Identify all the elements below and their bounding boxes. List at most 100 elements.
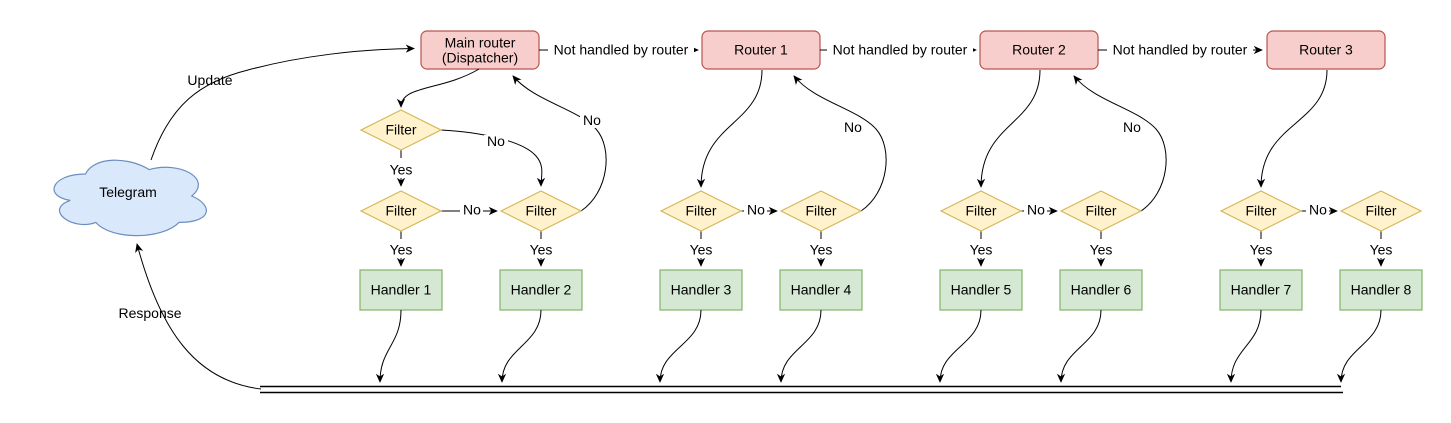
edge-yes-upper: Yes [390, 150, 413, 187]
edge-no-return-router1: No [793, 75, 887, 212]
edge-no-upper-filter: No [440, 129, 546, 187]
response-label: Response [118, 305, 181, 321]
edge-update [150, 44, 415, 161]
edge-yes-1: Yes [390, 231, 413, 267]
edge-no-return-main: No [512, 75, 607, 212]
label-bg [841, 121, 865, 135]
edge-yes-6: Yes [1090, 231, 1113, 267]
filter-diamond [659, 190, 743, 232]
filter-node-2: Filter [499, 190, 583, 232]
filter-node-8: Filter [1339, 190, 1423, 232]
label-bg [744, 203, 767, 218]
no-return-curve-2 [793, 75, 887, 212]
label-bg [1107, 42, 1253, 58]
edge-yes-2: Yes [530, 231, 552, 267]
edge-no-pair-4: No [1301, 202, 1338, 218]
edge-not-handled-2: Not handled by router [820, 42, 977, 58]
filter-diamond [779, 190, 863, 232]
filter-node-4: Filter [779, 190, 863, 232]
not-handled-label-1: Not handled by router [554, 42, 689, 58]
edge-not-handled-3: Not handled by router [1098, 42, 1263, 58]
filter-diamond [499, 190, 583, 232]
label-bg [1120, 121, 1144, 135]
handler-box [499, 269, 583, 311]
label-bg [460, 203, 483, 218]
edge-yes-7: Yes [1250, 231, 1272, 267]
edge-no-return-router2: No [1073, 75, 1167, 212]
filter-label: Filter [685, 203, 716, 219]
no-label: No [1027, 202, 1045, 218]
yes-label: Yes [970, 242, 993, 258]
filter-node-5: Filter [939, 190, 1023, 232]
edge-router2-to-filter [976, 69, 1041, 188]
yes-label: Yes [1090, 242, 1113, 258]
handler-box [939, 269, 1023, 311]
edge-handler8-to-bus [1336, 309, 1382, 383]
edge-no-pair-3: No [1021, 202, 1058, 218]
filter-diamond [359, 109, 443, 151]
no-curve-upper [440, 129, 546, 187]
no-label: No [583, 112, 601, 128]
no-label: No [463, 202, 481, 218]
handler-node-6: Handler 6 [1059, 269, 1143, 311]
filter-diamond [359, 190, 443, 232]
yes-label: Yes [390, 162, 413, 178]
router-2-label: Router 2 [1012, 42, 1066, 58]
label-bg [484, 135, 508, 149]
edge-handler2-to-bus [497, 309, 542, 383]
yes-label: Yes [1370, 242, 1393, 258]
handler-node-1: Handler 1 [359, 269, 443, 311]
handler-label: Handler 3 [671, 282, 732, 298]
no-label: No [844, 119, 862, 135]
handler-label: Handler 2 [511, 282, 572, 298]
edge-yes-5: Yes [970, 231, 993, 267]
router-3-label: Router 3 [1299, 42, 1353, 58]
handler-label: Handler 4 [791, 282, 852, 298]
edge-yes-8: Yes [1370, 231, 1393, 267]
no-return-curve-3 [1073, 75, 1167, 212]
handler-node-7: Handler 7 [1219, 269, 1303, 311]
not-handled-label-2: Not handled by router [833, 42, 968, 58]
edge-handler4-to-bus [776, 309, 822, 383]
edge-response [135, 243, 262, 390]
telegram-node: Telegram [53, 159, 207, 237]
router-1-node: Router 1 [701, 30, 821, 70]
filter-label: Filter [385, 122, 416, 138]
filter-node-3: Filter [659, 190, 743, 232]
yes-label: Yes [690, 242, 713, 258]
yes-label: Yes [810, 242, 833, 258]
handler-node-4: Handler 4 [779, 269, 863, 311]
edge-handler5-to-bus [935, 309, 982, 383]
edge-router1-to-filter [696, 69, 763, 188]
not-handled-label-3: Not handled by router [1113, 42, 1248, 58]
handler-label: Handler 5 [951, 282, 1012, 298]
main-router-node: Main router (Dispatcher) [420, 30, 540, 70]
edge-handler6-to-bus [1056, 309, 1102, 383]
handler-node-3: Handler 3 [659, 269, 743, 311]
edge-handler1-to-bus [375, 309, 402, 383]
filter-label: Filter [525, 203, 556, 219]
filter-label: Filter [965, 203, 996, 219]
handler-node-8: Handler 8 [1339, 269, 1423, 311]
router-1-label: Router 1 [734, 42, 788, 58]
edge-handler3-to-bus [655, 309, 702, 383]
edge-no-pair-1: No [441, 202, 498, 218]
telegram-cloud-icon [53, 159, 207, 237]
main-router-label: Main router [445, 35, 516, 51]
handler-box [1339, 269, 1423, 311]
handler-box [359, 269, 443, 311]
filter-node-7: Filter [1219, 190, 1303, 232]
router-3-box [1266, 30, 1386, 70]
no-label: No [487, 133, 505, 149]
edge-yes-3: Yes [690, 231, 713, 267]
response-bus-line [260, 385, 1343, 394]
filter-diamond [1219, 190, 1303, 232]
handler-label: Handler 1 [371, 282, 432, 298]
label-bg [1306, 203, 1329, 218]
label-bg [580, 114, 604, 128]
yes-label: Yes [390, 242, 413, 258]
edge-main-router-to-filter [396, 68, 480, 108]
no-return-curve-1 [512, 75, 607, 212]
